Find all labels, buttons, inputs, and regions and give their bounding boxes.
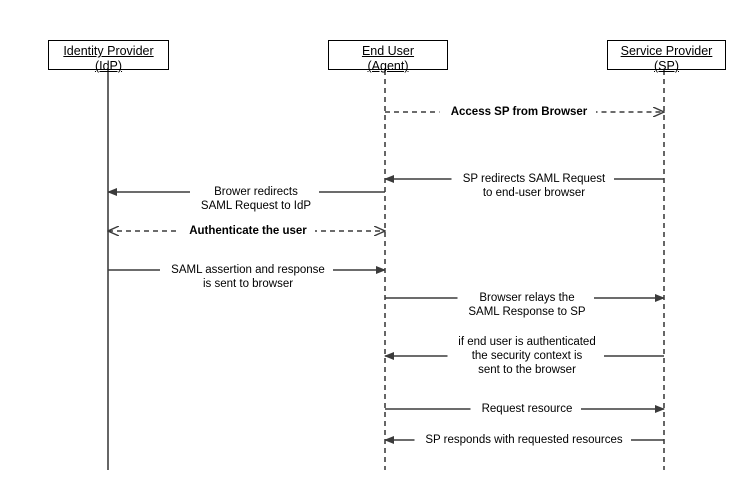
message-label-m7: if end user is authenticated the security…: [450, 335, 604, 377]
message-text-line: SAML assertion and response: [171, 264, 325, 276]
message-text-line: is sent to browser: [202, 278, 294, 290]
participant-name-primary: Identity Provider: [63, 44, 154, 58]
message-label-m4: Authenticate the user: [181, 224, 315, 238]
message-text-line: SP responds with requested resources: [425, 434, 623, 446]
message-text-line: SAML Request to IdP: [200, 200, 312, 212]
participant-name-abbrev: (Agent): [367, 59, 409, 73]
message-text-line: if end user is authenticated: [458, 336, 596, 348]
message-text-line: Brower redirects: [214, 186, 298, 198]
participant-box-enduser[interactable]: End User(Agent): [328, 40, 448, 73]
message-text-line: Browser relays the: [479, 292, 575, 304]
message-text-line: Authenticate the user: [189, 225, 307, 237]
message-text-line: SAML Response to SP: [468, 306, 586, 318]
message-label-m1: Access SP from Browser: [442, 105, 596, 119]
message-label-m9: SP responds with requested resources: [417, 433, 631, 447]
message-text-line: Access SP from Browser: [450, 106, 588, 118]
message-text-line: SP redirects SAML Request: [462, 173, 606, 185]
participant-box-idp[interactable]: Identity Provider(IdP): [48, 40, 169, 73]
message-text-line: sent to the browser: [478, 364, 576, 376]
participant-name-primary: End User: [361, 44, 415, 58]
participant-name-abbrev: (IdP): [94, 59, 123, 73]
message-label-m8: Request resource: [473, 402, 581, 416]
participant-name-abbrev: (SP): [654, 59, 679, 73]
participant-name-primary: Service Provider: [620, 44, 713, 58]
message-text-line: the security context is: [471, 350, 583, 362]
message-label-m5: SAML assertion and response is sent to br…: [163, 263, 333, 291]
message-text-line: to end-user browser: [482, 187, 586, 199]
participant-box-sp[interactable]: Service Provider(SP): [607, 40, 726, 73]
message-text-line: Request resource: [481, 403, 573, 415]
message-arrows-group: [107, 112, 665, 444]
message-label-m2: SP redirects SAML Request to end-user bro…: [454, 172, 614, 200]
